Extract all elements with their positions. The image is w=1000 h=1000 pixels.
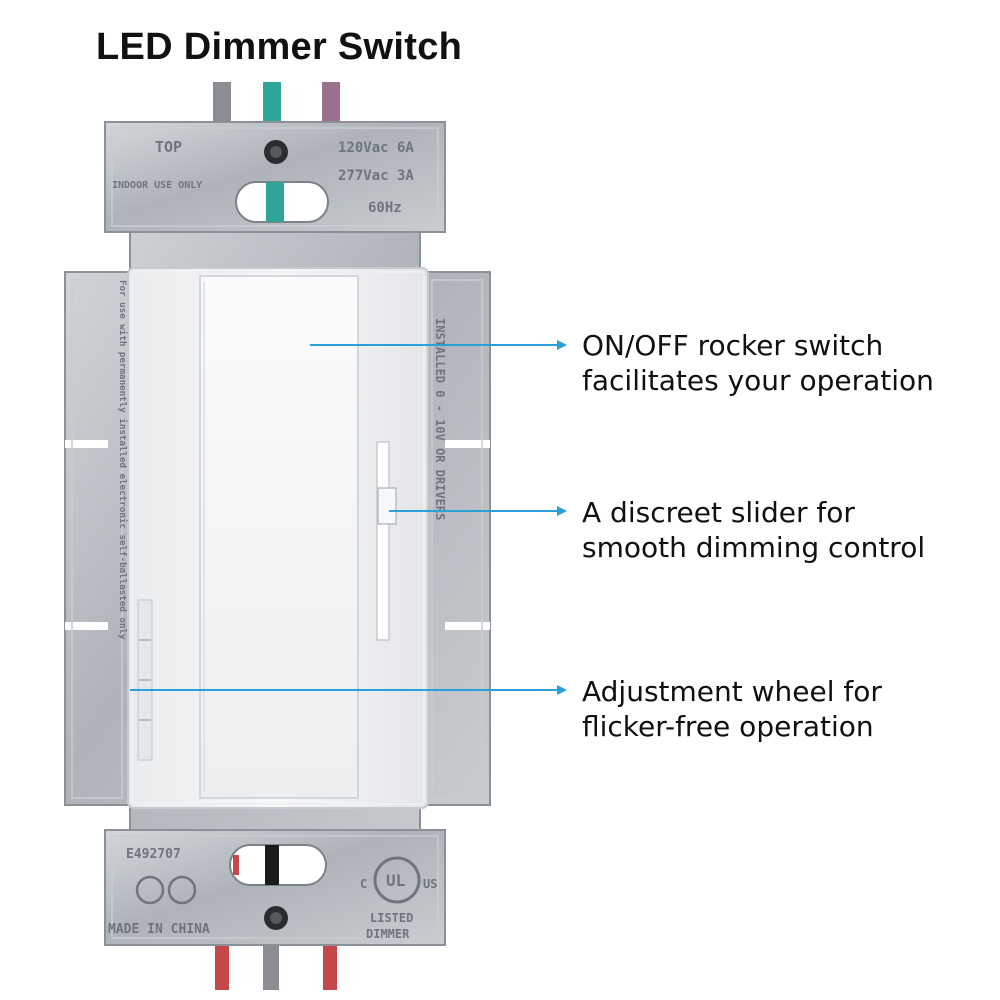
plate-made-in: MADE IN CHINA [108, 922, 210, 937]
plate-side-label-left: For use with permanently installed elect… [117, 280, 128, 640]
plate-side-label-right: INSTALLED 0 - 10V OR DRIVERS [433, 318, 447, 520]
callout-arrow-slider [557, 506, 567, 516]
plate-listed-line2: DIMMER [366, 927, 410, 941]
callout-wheel-line2: flicker-free operation [582, 710, 874, 743]
plate-top-label: TOP [155, 138, 182, 156]
ul-c: C [360, 877, 367, 891]
callout-wheel-line1: Adjustment wheel for [582, 675, 882, 708]
callout-slider: A discreet slider for smooth dimming con… [582, 495, 925, 565]
callout-arrow-wheel [557, 685, 567, 695]
plate-rating-line3: 60Hz [368, 200, 402, 216]
plate-indoor-label: INDOOR USE ONLY [112, 180, 202, 191]
bottom-wires [215, 940, 337, 990]
adjustment-wheel[interactable] [137, 599, 153, 761]
top-mounting-tab [104, 121, 446, 233]
page-title: LED Dimmer Switch [96, 26, 463, 68]
ul-mark: UL [386, 871, 405, 890]
bottom-mounting-tab [104, 829, 446, 946]
callout-slider-line2: smooth dimming control [582, 531, 926, 564]
callout-slider-line1: A discreet slider for [582, 496, 855, 529]
plate-rating-line1: 120Vac 6A [338, 140, 414, 156]
plate-listed-line1: LISTED [370, 911, 413, 925]
rocker-switch[interactable] [199, 275, 359, 799]
callout-rocker-line2: facilitates your operation [582, 364, 934, 397]
plate-cert-number: E492707 [126, 847, 181, 862]
ul-us: US [423, 877, 437, 891]
callout-rocker: ON/OFF rocker switch facilitates your op… [582, 328, 934, 398]
plate-rating-line2: 277Vac 3A [338, 168, 414, 184]
callout-rocker-line1: ON/OFF rocker switch [582, 329, 884, 362]
callout-wheel: Adjustment wheel for flicker-free operat… [582, 674, 882, 744]
callout-lines [130, 340, 567, 695]
callout-arrow-rocker [557, 340, 567, 350]
dimmer-slider[interactable] [376, 441, 397, 641]
